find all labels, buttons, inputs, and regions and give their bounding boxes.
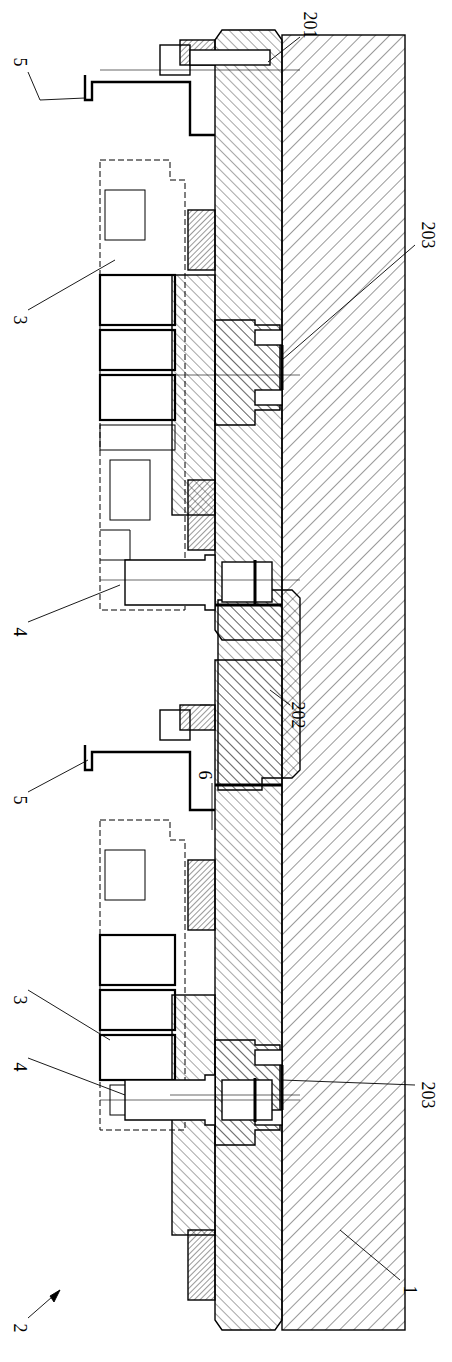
callout-number: 3 — [11, 316, 29, 325]
callout-number: 2 — [11, 1324, 29, 1333]
callout-number: 3 — [11, 996, 29, 1005]
callout-number: 202 — [289, 702, 307, 729]
callout-number: 203 — [419, 1082, 437, 1109]
callout-number: 4 — [11, 1063, 29, 1072]
callout-number: 201 — [301, 12, 319, 39]
callout-number: 1 — [401, 1286, 419, 1295]
callout-number: 203 — [419, 222, 437, 249]
callout-number: 6 — [196, 771, 214, 780]
callout-number: 5 — [11, 58, 29, 67]
callout-number: 5 — [11, 796, 29, 805]
callout-number: 4 — [11, 628, 29, 637]
